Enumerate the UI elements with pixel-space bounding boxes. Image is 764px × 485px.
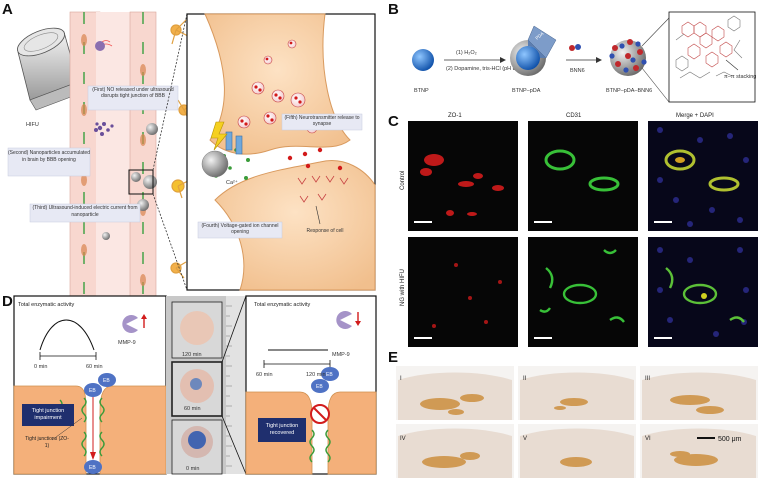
scale-bar-label: 500 μm	[718, 436, 742, 443]
left-time-60: 60 min	[86, 364, 103, 370]
step-fourth-box: (Fourth) Voltage-gated ion channel openi…	[197, 221, 283, 239]
pda-shell-label: PDA	[534, 31, 544, 41]
step-first-label: (First) NO released under ultrasound dis…	[92, 87, 174, 99]
step-second-box: (Second) Nanoparticles accumulated in br…	[7, 147, 91, 177]
hifu-label: HIFU	[26, 122, 39, 128]
step-third-box: (Third) Ultrasound-induced electric curr…	[29, 203, 141, 223]
stacking-label: π–π stacking	[724, 74, 756, 80]
section-label-i: I	[400, 376, 402, 382]
step1-label: (1) H₂O₂	[456, 50, 477, 56]
eb-label-bottom: EB	[89, 465, 96, 471]
eb-label-right-mid: EB	[316, 384, 323, 390]
section-label-iii: III	[645, 376, 650, 382]
recovered-label: Tight junction recovered	[265, 423, 299, 436]
col-header-zo1: ZO-1	[448, 113, 462, 119]
bnn6-molecule	[569, 44, 581, 51]
panel-e-letter: E	[388, 349, 398, 366]
photo-time-60: 60 min	[184, 406, 201, 412]
bnn6-label: BNN6	[570, 68, 585, 74]
step-third-label: (Third) Ultrasound-induced electric curr…	[32, 205, 138, 218]
impairment-label: Tight junction impairment	[31, 408, 65, 421]
panel-d-left	[13, 295, 167, 475]
col-header-cd31: CD31	[566, 113, 582, 119]
section-label-ii: II	[523, 376, 527, 382]
col-header-merge: Merge + DAPI	[676, 113, 714, 119]
step-fifth-box: (Fifth) Neurotransmitter release to syna…	[281, 113, 363, 131]
brain-sections	[396, 366, 758, 478]
microscopy-grid	[408, 121, 758, 347]
nanoparticle-cluster	[94, 41, 114, 136]
btnp-label: BTNP	[414, 88, 429, 94]
step-fifth-label: (Fifth) Neurotransmitter release to syna…	[284, 115, 360, 127]
synapse-zoom	[186, 13, 376, 291]
right-total-activity-label: Total enzymatic activity	[254, 302, 311, 308]
btnp-pda-bnn6-sphere	[609, 39, 647, 76]
response-label: Response of cell	[306, 228, 344, 234]
step-second-label: (Second) Nanoparticles accumulated in br…	[8, 150, 90, 163]
row-label-ng-hifu: NG with HIFU	[400, 269, 406, 306]
right-time-60: 60 min	[256, 372, 273, 378]
btnp-pda-sphere	[510, 25, 557, 76]
ion-label: Ca²⁺	[226, 179, 238, 186]
eb-label-mid: EB	[89, 388, 96, 394]
btnp-sphere	[412, 49, 434, 71]
btnp-pda-bnn6-label: BTNP–pDA–BNN6	[606, 88, 652, 94]
junction-label: Tight junctions (ZO-1)	[25, 436, 69, 449]
molecular-structure-box	[668, 11, 756, 103]
panel-a-letter: A	[2, 1, 13, 18]
photo-time-0: 0 min	[186, 466, 199, 472]
section-label-vi: VI	[645, 436, 651, 442]
btnp-pda-label: BTNP–pDA	[512, 88, 541, 94]
photo-time-120: 120 min	[182, 352, 202, 358]
left-time-0: 0 min	[34, 364, 47, 370]
step-fourth-label: (Fourth) Voltage-gated ion channel openi…	[201, 223, 279, 235]
right-time-120: 120 min	[306, 372, 326, 378]
left-total-activity-label: Total enzymatic activity	[18, 302, 75, 308]
eb-label-top: EB	[103, 378, 110, 384]
panel-d-right	[245, 295, 377, 475]
panel-b-letter: B	[388, 1, 399, 18]
step-first-box: (First) NO released under ultrasound dis…	[87, 85, 179, 111]
panel-c-letter: C	[388, 113, 399, 130]
step2-label: (2) Dopamine, tris-HCl (pH 8.5)	[446, 66, 522, 72]
left-mmp9-label: MMP-9	[118, 340, 136, 346]
row-label-control: Control	[400, 171, 406, 190]
right-mmp9-label: MMP-9	[332, 352, 350, 358]
eb-label-right-top: EB	[326, 372, 333, 378]
section-label-iv: IV	[400, 436, 406, 442]
panel-d-letter: D	[2, 293, 13, 310]
zoom-region	[128, 169, 154, 195]
tissue-photos	[166, 296, 246, 475]
section-label-v: V	[523, 436, 527, 442]
